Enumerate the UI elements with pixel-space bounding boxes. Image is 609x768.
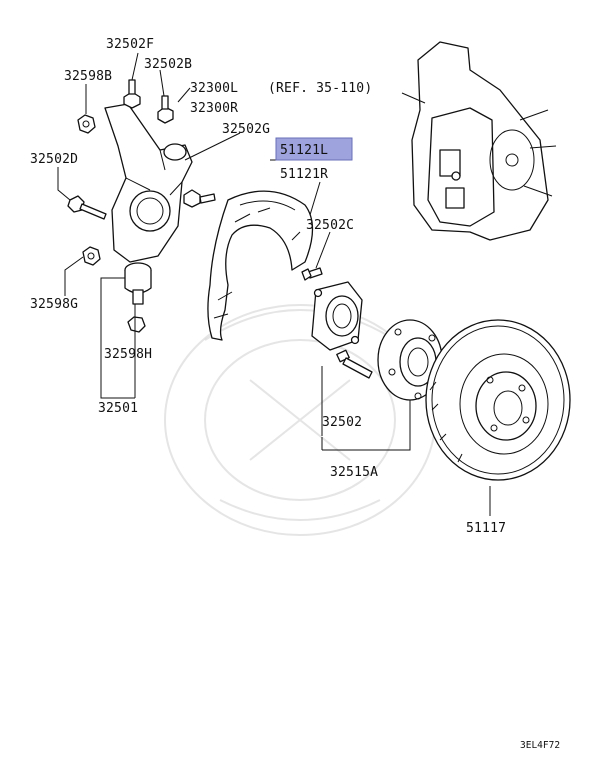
ball-joint — [124, 262, 152, 305]
leader-lines — [57, 52, 491, 516]
nut-32598H — [127, 316, 146, 333]
label-32300L[interactable]: 32300L — [190, 81, 238, 96]
nut-32598B — [77, 114, 96, 134]
label-reference: (REF. 35-110) — [268, 81, 372, 96]
brake-caliper-assembly — [411, 41, 557, 241]
bolt-32502D — [67, 195, 107, 220]
bolt-32502F — [123, 79, 141, 109]
label-32598G[interactable]: 32598G — [30, 297, 78, 312]
label-32502C[interactable]: 32502C — [306, 218, 354, 233]
brake-disc — [425, 319, 571, 481]
nut-32598G — [82, 246, 101, 266]
label-32598B[interactable]: 32598B — [64, 69, 112, 84]
label-32300R[interactable]: 32300R — [190, 101, 238, 116]
label-32502D[interactable]: 32502D — [30, 152, 78, 167]
label-51121L[interactable]: 51121L — [280, 143, 328, 158]
steering-knuckle — [104, 103, 193, 263]
hub-bolt — [336, 349, 373, 379]
label-32598H[interactable]: 32598H — [104, 347, 152, 362]
label-32515A[interactable]: 32515A — [330, 465, 378, 480]
bolt-32502B — [157, 95, 174, 124]
highlight-51121L — [275, 137, 353, 161]
hub-bearing — [311, 281, 363, 351]
label-32502F[interactable]: 32502F — [106, 37, 154, 52]
label-32502[interactable]: 32502 — [322, 415, 362, 430]
label-32502B[interactable]: 32502B — [144, 57, 192, 72]
dust-shield — [207, 190, 314, 341]
label-32501[interactable]: 32501 — [98, 401, 138, 416]
label-51117[interactable]: 51117 — [466, 521, 506, 536]
label-51121R[interactable]: 51121R — [280, 167, 328, 182]
bolt-32502C — [301, 267, 323, 281]
label-32502G[interactable]: 32502G — [222, 122, 270, 137]
bolt-32502G — [183, 189, 216, 208]
diagram-code: 3EL4F72 — [520, 740, 560, 751]
